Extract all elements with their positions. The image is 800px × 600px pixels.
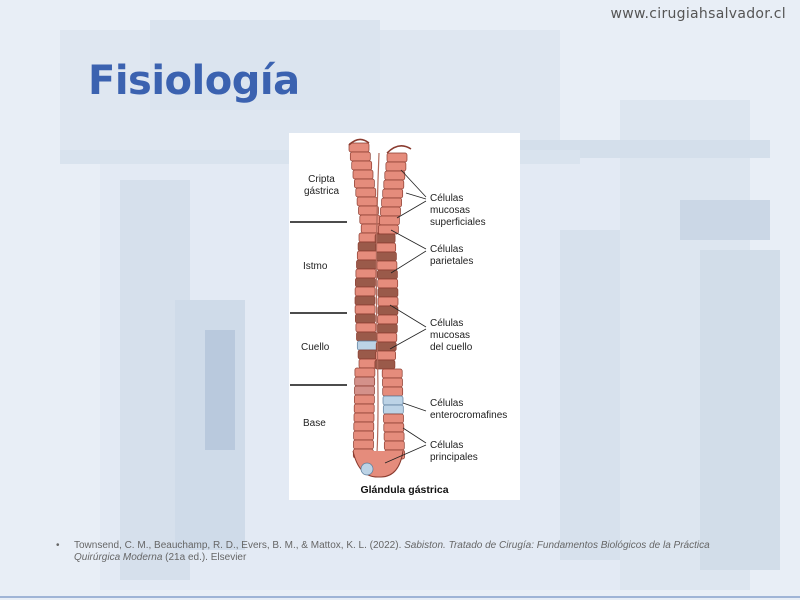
epithelial-cell [385,161,407,172]
enterochromaffin-cell [382,404,404,415]
label-celulas-principales: Células principales [430,440,478,463]
parietal-cell [356,331,377,342]
epithelial-cell [376,332,398,343]
label-celulas-enterocromafines: Células enterocromafines [430,398,508,421]
site-url: www.cirugiahsalvador.cl [610,6,786,22]
zone-label-cripta: Cripta gástrica [303,174,339,197]
epithelial-cell [386,152,408,163]
enterochromaffin-cell [360,462,374,476]
parietal-cell [356,259,377,270]
epithelial-cell [353,439,374,450]
parietal-cell [355,277,376,288]
parietal-cell [377,287,399,298]
reference-text: Townsend, C. M., Beauchamp, R. D., Evers… [74,540,744,564]
epithelial-cell [384,170,406,181]
mucous-neck-cell [354,376,376,387]
epithelial-cell [355,268,377,279]
crypt-opening [348,138,370,146]
gland-base [352,450,404,478]
epithelial-cell [380,206,401,217]
epithelial-cell [383,440,405,451]
bottom-rule [0,596,800,598]
epithelial-cell [351,160,373,171]
parietal-cell [376,251,397,262]
epithelial-cell [383,422,405,433]
epithelial-cell [381,368,403,379]
slide-title: Fisiología [88,58,300,104]
epithelial-cell [383,179,405,190]
epithelial-cell [348,142,370,153]
epithelial-cell [375,242,397,253]
epithelial-cell [382,188,404,199]
epithelial-cell [352,169,374,180]
label-celulas-mucosas-superficiales: Células mucosas superficiales [430,193,486,228]
epithelial-cell [354,394,375,405]
epithelial-cell [353,421,375,432]
crypt-opening [386,145,412,154]
epithelial-cell [376,260,398,271]
parietal-cell [357,349,379,360]
epithelial-cell [356,250,378,261]
epithelial-cell [377,278,399,289]
gastric-gland-illustration [290,138,427,478]
epithelial-cell [375,350,396,361]
zone-label-cuello: Cuello [301,342,330,353]
zone-label-istmo: Istmo [303,261,328,272]
epithelial-cell [353,430,374,441]
parietal-cell [377,269,398,280]
epithelial-cell [382,377,403,388]
epithelial-cell [383,431,405,442]
epithelial-cell [355,187,377,198]
reference-authors: Townsend, C. M., Beauchamp, R. D., Evers… [74,540,402,551]
epithelial-cell [356,196,378,207]
epithelial-cell [349,151,371,162]
epithelial-cell [353,412,375,423]
mucous-neck-cell [354,385,375,396]
gland-lumen [375,152,380,454]
parietal-cell [357,241,379,252]
epithelial-cell [354,178,375,189]
epithelial-cell [377,296,399,307]
zone-label-base: Base [303,418,326,429]
epithelial-cell [353,403,375,414]
epithelial-cell [358,205,379,216]
epithelial-cell [354,286,376,297]
bullet: • [56,540,60,551]
enterochromaffin-cell [382,395,404,406]
epithelial-cell [381,197,402,208]
epithelial-cell [354,304,376,315]
parietal-cell [374,233,396,244]
epithelial-cell [354,367,376,378]
gastric-gland-figure: Cripta gástrica Istmo Cuello Base Célula… [289,133,520,500]
epithelial-cell [379,215,400,226]
epithelial-cell [355,322,377,333]
epithelial-cell [382,386,404,397]
epithelial-cell [377,314,399,325]
parietal-cell [376,323,398,334]
label-celulas-parietales: Células parietales [430,244,474,267]
figure-caption: Glándula gástrica [360,484,449,496]
label-celulas-mucosas-cuello: Células mucosas del cuello [430,318,473,353]
reference-edition: (21a ed.). Elsevier [165,552,247,563]
parietal-cell [355,313,376,324]
epithelial-cell [383,413,404,424]
parietal-cell [377,305,399,316]
parietal-cell [354,295,376,306]
enterochromaffin-cell [356,340,378,351]
reference-book-title: Sabiston. Tratado de Cirugía: Fundamento… [74,540,710,563]
parietal-cell [375,341,397,352]
